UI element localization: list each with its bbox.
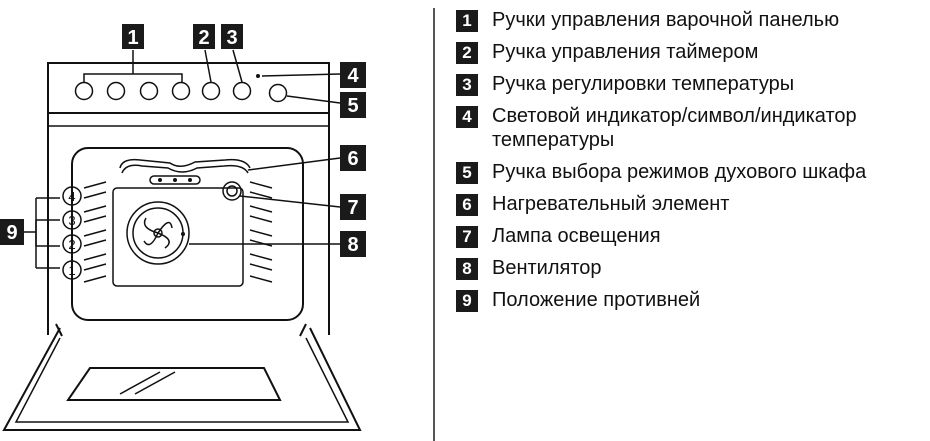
callout-1: 1: [122, 24, 144, 49]
legend-badge: 4: [456, 106, 478, 128]
hob-knob-4: [171, 81, 191, 101]
mode-knob: [268, 83, 288, 103]
legend-text: Ручки управления варочной панелью: [492, 9, 840, 31]
legend-item-2: 2 Ручка управления таймером: [456, 40, 926, 64]
legend-text: Нагревательный элемент: [492, 193, 730, 215]
legend-badge: 6: [456, 194, 478, 216]
temperature-knob: [232, 81, 252, 101]
legend-badge: 5: [456, 162, 478, 184]
callout-2: 2: [193, 24, 215, 49]
hob-knob-2: [106, 81, 126, 101]
heating-element: [119, 157, 341, 185]
legend-item-8: 8 Вентилятор: [456, 256, 926, 280]
legend-badge: 2: [456, 42, 478, 64]
legend-item-1: 1 Ручки управления варочной панелью: [456, 8, 926, 32]
callout-3: 3: [221, 24, 243, 49]
legend-item-7: 7 Лампа освещения: [456, 224, 926, 248]
hob-knob-3: [139, 81, 159, 101]
svg-text:3: 3: [226, 27, 237, 49]
legend-badge: 8: [456, 258, 478, 280]
callout-4: 4: [340, 62, 366, 88]
legend-item-4: 4 Световой индикатор/символ/индикатор те…: [456, 104, 926, 152]
oven-lamp: [222, 181, 341, 208]
legend-item-5: 5 Ручка выбора режимов духового шкафа: [456, 160, 926, 184]
hob-knob-1: [74, 81, 94, 101]
legend-text: Световой индикатор/символ/индикатор темп…: [492, 105, 857, 151]
svg-text:9: 9: [6, 222, 17, 244]
legend-text: Ручка регулировки температуры: [492, 73, 795, 95]
legend-badge: 9: [456, 290, 478, 312]
svg-text:2: 2: [68, 237, 75, 252]
legend-badge: 3: [456, 74, 478, 96]
legend-item-3: 3 Ручка регулировки температуры: [456, 72, 926, 96]
legend-text: Лампа освещения: [492, 225, 661, 247]
legend-text: Вентилятор: [492, 257, 602, 279]
svg-text:3: 3: [68, 213, 75, 228]
shelf-position-bracket: [24, 197, 60, 269]
legend-item-9: 9 Положение противней: [456, 288, 926, 312]
legend-text: Ручка выбора режимов духового шкафа: [492, 161, 867, 183]
legend-item-6: 6 Нагревательный элемент: [456, 192, 926, 216]
svg-text:1: 1: [68, 263, 75, 278]
svg-text:5: 5: [347, 95, 358, 117]
shelf-position-4: 4: [62, 186, 82, 206]
indicator-light: [256, 74, 260, 78]
callout-9: 9: [0, 219, 24, 245]
timer-knob: [201, 81, 221, 101]
svg-text:6: 6: [347, 148, 358, 170]
svg-text:4: 4: [68, 189, 75, 204]
callout-6: 6: [340, 145, 366, 171]
legend-badge: 7: [456, 226, 478, 248]
callout-8: 8: [340, 231, 366, 257]
legend-badge: 1: [456, 10, 478, 32]
legend-text: Ручка управления таймером: [492, 41, 759, 63]
column-divider: [433, 8, 435, 441]
oven-fan: [126, 201, 340, 265]
oven-door: [2, 323, 362, 431]
shelf-runners-left: [83, 181, 107, 283]
oven-body: [47, 130, 341, 335]
svg-text:1: 1: [127, 27, 138, 49]
legend-list: 1 Ручки управления варочной панелью 2 Ру…: [456, 8, 926, 320]
svg-text:4: 4: [347, 65, 359, 87]
control-panel: [47, 49, 341, 130]
shelf-position-2: 2: [62, 234, 82, 254]
callout-5: 5: [340, 92, 366, 118]
callout-7: 7: [340, 194, 366, 220]
shelf-runners-right: [249, 181, 273, 283]
svg-text:8: 8: [347, 234, 358, 256]
shelf-position-3: 3: [62, 210, 82, 230]
shelf-position-1: 1: [62, 260, 82, 280]
oven-diagram: 4 3 2 1 1 2 3 4 5 6 7 8: [0, 24, 366, 431]
svg-text:7: 7: [347, 197, 358, 219]
legend-text: Положение противней: [492, 289, 701, 311]
svg-text:2: 2: [198, 27, 209, 49]
